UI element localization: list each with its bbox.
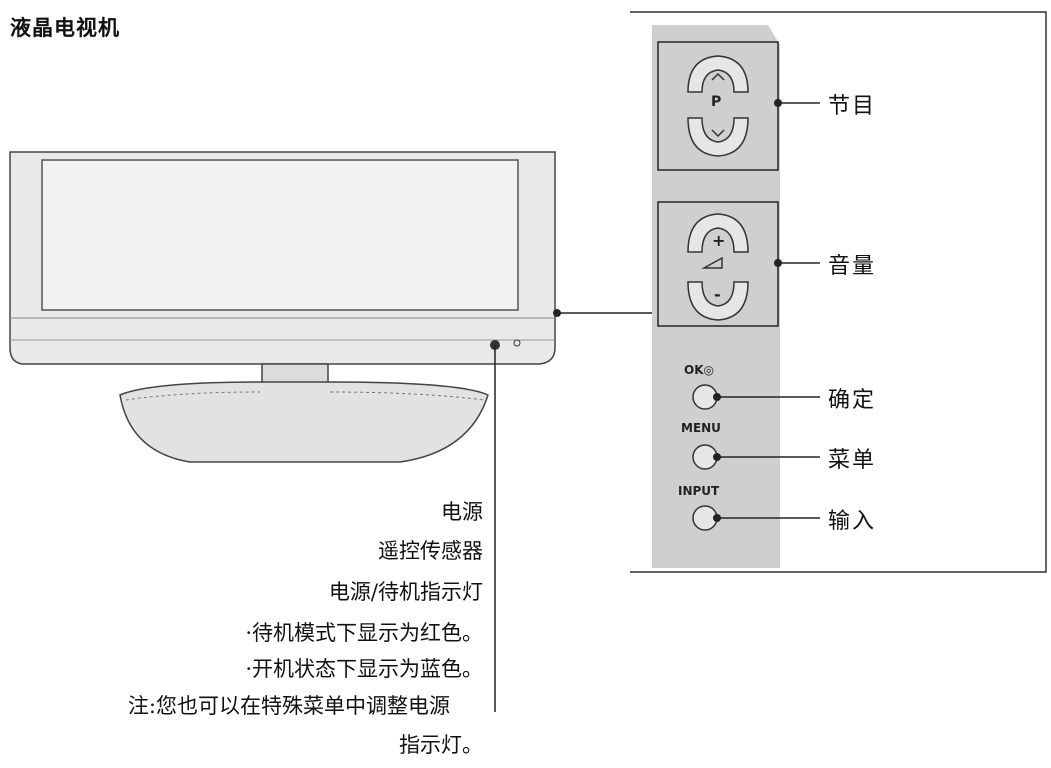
up-arrow-icon bbox=[711, 72, 725, 81]
plus-icon: + bbox=[712, 231, 725, 250]
note-indicator-end: 指示灯。 bbox=[399, 733, 483, 757]
note-standby-red: ·待机模式下显示为红色。 bbox=[245, 621, 483, 645]
menu-symbol: MENU bbox=[681, 421, 721, 435]
input-label: 输入 bbox=[828, 509, 877, 534]
side-panel-strip bbox=[652, 25, 780, 568]
panel-frame bbox=[630, 11, 1047, 573]
down-arrow-icon bbox=[711, 129, 725, 138]
tv-stand-base bbox=[119, 381, 489, 463]
volume-label: 音量 bbox=[828, 254, 877, 279]
note-remote-sensor: 遥控传感器 bbox=[378, 539, 483, 563]
volume-up-button bbox=[687, 213, 749, 253]
ok-symbol: OK◎ bbox=[684, 363, 714, 377]
tv-screen bbox=[41, 159, 519, 311]
note-adjust-hint: 注:您也可以在特殊菜单中调整电源 bbox=[127, 694, 450, 718]
minus-icon: - bbox=[714, 285, 721, 304]
input-symbol: INPUT bbox=[678, 484, 720, 498]
remote-sensor bbox=[513, 339, 521, 347]
diagram-title: 液晶电视机 bbox=[10, 16, 120, 40]
speaker-icon bbox=[701, 256, 723, 269]
note-power: 电源 bbox=[441, 500, 483, 524]
program-up-button bbox=[687, 55, 749, 93]
program-down-button bbox=[687, 117, 749, 157]
note-standby-indicator: 电源/待机指示灯 bbox=[328, 580, 483, 604]
program-p-symbol: P bbox=[711, 94, 722, 110]
note-power-on-blue: ·开机状态下显示为蓝色。 bbox=[245, 657, 483, 681]
ok-label: 确定 bbox=[828, 388, 877, 413]
program-label: 节目 bbox=[828, 94, 877, 119]
menu-label: 菜单 bbox=[828, 448, 877, 473]
volume-down-button bbox=[687, 281, 749, 321]
